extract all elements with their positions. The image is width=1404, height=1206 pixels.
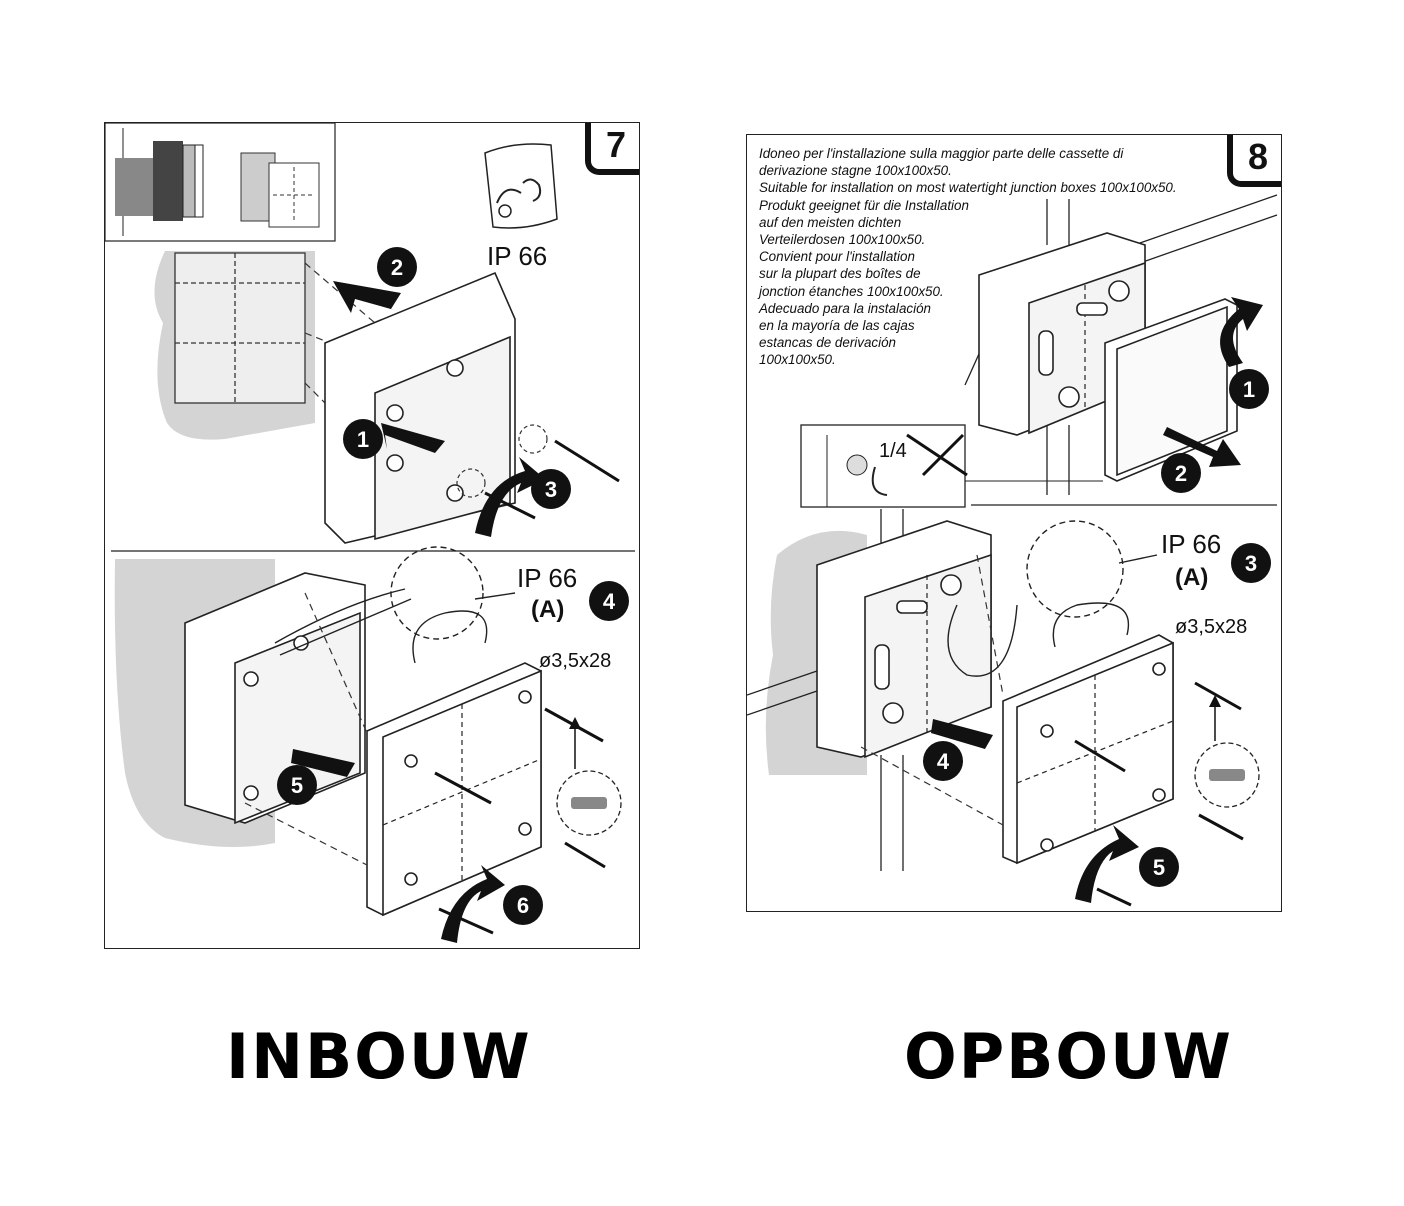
arrow-icon-bottom [289, 749, 505, 943]
badge-3: 3 [531, 469, 571, 509]
badge-2-right: 2 [1161, 453, 1201, 493]
junction-box-bottom-right [816, 520, 992, 759]
svg-text:5: 5 [291, 773, 303, 798]
svg-text:3: 3 [1245, 551, 1257, 576]
inset-thumbnail [105, 123, 336, 242]
note-line: auf den meisten dichten [759, 214, 902, 230]
note-line: en la mayoría de las cajas [759, 318, 915, 334]
note-line: Convient pour l'installation [759, 249, 915, 265]
screws-right [1074, 681, 1244, 907]
ip-label-top: IP 66 [487, 241, 547, 271]
note-line: estancas de derivación [759, 335, 896, 351]
svg-text:6: 6 [517, 893, 529, 918]
panel-opbouw: 8 1 2 [746, 134, 1282, 912]
a-label: (A) [531, 596, 564, 623]
badge-3-right: 3 [1231, 543, 1271, 583]
badge-2: 2 [377, 247, 417, 287]
opbouw-diagram: 1 2 1/4 [747, 194, 1278, 907]
flush-box-top [174, 252, 306, 404]
junction-box-icon [324, 271, 516, 544]
badge-4: 4 [589, 581, 629, 621]
caption-opbouw: OPBOUW [904, 1020, 1233, 1093]
screw-detail-magnifier-right [1194, 695, 1260, 808]
badge-1: 1 [343, 419, 383, 459]
screw-size-label-right: ø3,5x28 [1175, 616, 1247, 638]
note-line: derivazione stagne 100x100x50. [759, 163, 952, 179]
badge-4-right: 4 [923, 741, 963, 781]
svg-text:1: 1 [357, 427, 369, 452]
screw-detail-magnifier [556, 717, 622, 836]
screw-size-label: ø3,5x28 [539, 650, 611, 672]
svg-text:4: 4 [603, 589, 616, 614]
badge-1-right: 1 [1229, 369, 1269, 409]
note-line: Idoneo per l'installazione sulla maggior… [759, 146, 1124, 161]
badge-5-right: 5 [1139, 847, 1179, 887]
step-number-7: 7 [585, 123, 639, 175]
screw-holes-top [456, 424, 548, 498]
note-line: Suitable for installation on most watert… [759, 180, 1177, 196]
note-line: Adecuado para la instalación [759, 300, 931, 316]
note-line: jonction étanches 100x100x50. [759, 283, 944, 299]
svg-text:2: 2 [391, 255, 403, 280]
caption-inbouw: INBOUW [226, 1020, 532, 1093]
arrows-top [1163, 297, 1263, 467]
gasket-icon [484, 143, 558, 229]
svg-text:1: 1 [1243, 377, 1255, 402]
arrows-bottom-right [929, 719, 1139, 903]
wire-icon-right [947, 520, 1158, 677]
svg-text:4: 4 [937, 749, 950, 774]
cover-plate-icon [366, 662, 542, 917]
note-line: sur la plupart des boîtes de [759, 266, 921, 282]
wire-icon [274, 546, 516, 664]
inbouw-diagram: IP 66 [105, 123, 635, 943]
arrow-icon [333, 281, 545, 537]
svg-text:2: 2 [1175, 461, 1187, 486]
compatibility-notes: Idoneo per l'installazione sulla maggior… [759, 145, 1239, 369]
svg-text:3: 3 [545, 477, 557, 502]
step-number-8: 8 [1227, 135, 1281, 187]
projection-lines-bottom [244, 592, 368, 866]
svg-text:5: 5 [1153, 855, 1165, 880]
badge-6: 6 [503, 885, 543, 925]
panel-inbouw: 7 IP 66 [104, 122, 640, 949]
conduit-pipes-bottom [747, 509, 904, 871]
projection-lines-right [860, 554, 1004, 826]
badge-5: 5 [277, 765, 317, 805]
quarter-turn-label: 1/4 [879, 440, 907, 462]
note-line: 100x100x50. [759, 352, 836, 368]
ip-label-right: IP 66 [1161, 529, 1221, 559]
note-line: Produkt geeignet für die Installation [759, 197, 969, 213]
quarter-turn-inset [800, 424, 1103, 508]
lid-top [1104, 298, 1238, 482]
note-line: Verteilerdosen 100x100x50. [759, 232, 926, 248]
ip-label-bottom: IP 66 [517, 563, 577, 593]
a-label-right: (A) [1175, 564, 1208, 591]
